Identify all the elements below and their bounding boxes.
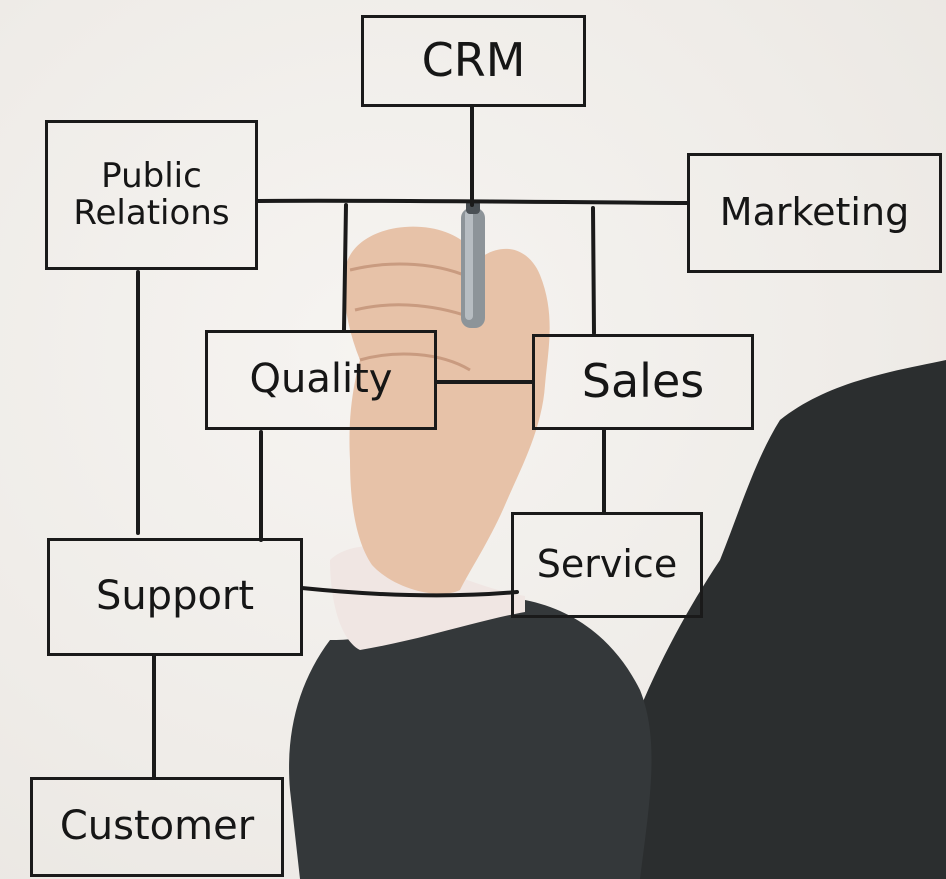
node-support-label: Support: [95, 573, 255, 620]
node-service-label: Service: [536, 542, 678, 587]
node-support: Support: [47, 538, 303, 656]
shirt-cuff: [330, 545, 525, 650]
marker-pen-icon: [461, 200, 485, 328]
node-sales-label: Sales: [581, 354, 705, 409]
edge-support-service: [300, 586, 519, 598]
node-crm-label: CRM: [421, 33, 526, 88]
node-public-relations-label: Public Relations: [73, 156, 230, 233]
node-service: Service: [511, 512, 703, 618]
node-crm: CRM: [361, 15, 586, 107]
node-marketing: Marketing: [687, 153, 942, 273]
node-public-relations: Public Relations: [45, 120, 258, 270]
suit-jacket: [590, 360, 946, 879]
edge-bus-quality: [342, 203, 348, 332]
edge-bus-sales: [591, 206, 596, 335]
node-marketing-label: Marketing: [719, 190, 910, 235]
edge-bus-public-relations-marketing: [256, 198, 690, 205]
node-quality-label: Quality: [249, 356, 393, 403]
hand: [344, 226, 550, 594]
node-quality: Quality: [205, 330, 437, 430]
node-customer-label: Customer: [59, 803, 255, 850]
suit-sleeve: [289, 600, 652, 879]
node-sales: Sales: [532, 334, 754, 430]
node-customer: Customer: [30, 777, 284, 877]
